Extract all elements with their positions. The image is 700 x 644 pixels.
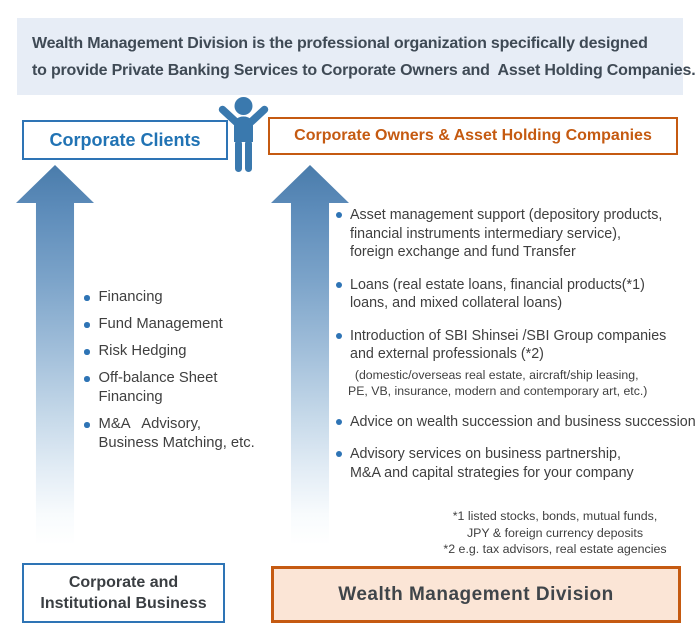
header-line-1: Wealth Management Division is the profes…: [32, 35, 648, 52]
header-line-2: to provide Private Banking Services to C…: [32, 62, 696, 79]
up-arrow-left-icon: [16, 165, 94, 545]
bullet-dot-icon: [84, 295, 90, 301]
list-item-text: Advisory services on business partnershi…: [350, 446, 634, 481]
list-item-note: (domestic/overseas real estate, aircraft…: [348, 367, 648, 398]
list-item-text: Advice on wealth succession and business…: [350, 413, 696, 430]
list-item: Advisory services on business partnershi…: [336, 445, 700, 482]
bullet-dot-icon: [84, 349, 90, 355]
list-item: Asset management support (depository pro…: [336, 206, 700, 262]
wealth-management-services-list: Asset management support (depository pro…: [336, 206, 700, 496]
bullet-dot-icon: [84, 322, 90, 328]
person-icon: [216, 96, 271, 174]
bullet-dot-icon: [336, 281, 342, 288]
bullet-dot-icon: [84, 422, 90, 428]
corporate-institutional-business-box: Corporate and Institutional Business: [22, 563, 225, 623]
corporate-clients-label: Corporate Clients: [49, 129, 201, 150]
list-item: Advice on wealth succession and business…: [336, 413, 700, 432]
list-item-text: Risk Hedging: [98, 343, 187, 359]
bullet-dot-icon: [336, 418, 342, 425]
corporate-clients-box: Corporate Clients: [22, 120, 228, 160]
header-banner: Wealth Management Division is the profes…: [17, 18, 696, 95]
list-item: Introduction of SBI Shinsei /SBI Group c…: [336, 327, 700, 399]
list-item-text: M&A Advisory, Business Matching, etc.: [98, 416, 255, 451]
list-item: M&A Advisory, Business Matching, etc.: [84, 415, 304, 453]
wealth-management-division-box: Wealth Management Division: [271, 566, 681, 623]
list-item-text: Asset management support (depository pro…: [350, 207, 663, 260]
corporate-clients-services-list: Financing Fund Management Risk Hedging O…: [84, 288, 304, 461]
bullet-dot-icon: [336, 212, 342, 218]
list-item-text: Off-balance Sheet Financing: [98, 370, 218, 405]
list-item: Risk Hedging: [84, 342, 304, 361]
bullet-dot-icon: [336, 451, 342, 457]
list-item: Fund Management: [84, 315, 304, 334]
list-item: Loans (real estate loans, financial prod…: [336, 276, 700, 313]
bullet-dot-icon: [84, 376, 90, 382]
list-item: Financing: [84, 288, 304, 307]
list-item-text: Financing: [98, 289, 163, 305]
footnotes: *1 listed stocks, bonds, mutual funds, J…: [443, 509, 667, 556]
wealth-management-division-label: Wealth Management Division: [338, 583, 614, 605]
bullet-dot-icon: [336, 332, 342, 339]
list-item-text: Introduction of SBI Shinsei /SBI Group c…: [350, 327, 667, 363]
list-item-text: Fund Management: [98, 316, 223, 332]
list-item: Off-balance Sheet Financing: [84, 369, 304, 407]
list-item-text: Loans (real estate loans, financial prod…: [350, 276, 645, 312]
corporate-owners-box: Corporate Owners & Asset Holding Compani…: [268, 117, 678, 155]
corporate-owners-label: Corporate Owners & Asset Holding Compani…: [294, 127, 652, 144]
